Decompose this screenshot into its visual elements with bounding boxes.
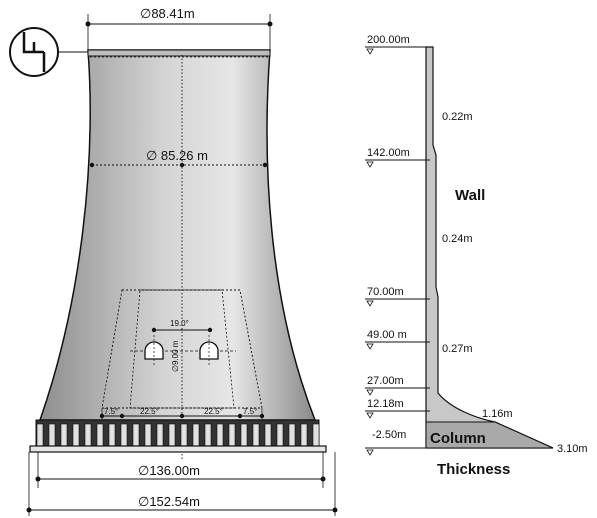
thickness-profile-shape bbox=[425, 46, 554, 449]
wall-thickness-profile: 200.00m 142.00m 70.00m 49.00 m 27.00m 12… bbox=[365, 34, 588, 478]
base-slab bbox=[29, 445, 327, 453]
foundation-dim-point bbox=[332, 507, 338, 513]
support-column bbox=[180, 423, 188, 447]
wall-label: Wall bbox=[455, 187, 485, 204]
segment-dim-point bbox=[237, 413, 243, 419]
support-column bbox=[276, 423, 284, 447]
support-column bbox=[264, 423, 272, 447]
support-column bbox=[144, 423, 152, 447]
level-label: 49.00 m bbox=[367, 329, 407, 341]
support-column bbox=[60, 423, 68, 447]
thickness-label: 0.27m bbox=[442, 343, 473, 355]
thickness-label: 1.16m bbox=[482, 408, 513, 420]
support-column bbox=[108, 423, 116, 447]
foundation-dim-point bbox=[26, 507, 32, 513]
base-dim-point bbox=[35, 476, 41, 482]
support-column bbox=[120, 423, 128, 447]
support-column bbox=[192, 423, 200, 447]
top-diameter-label: ∅88.41m bbox=[140, 6, 195, 21]
support-column bbox=[48, 423, 56, 447]
level-label: 142.00m bbox=[367, 147, 410, 159]
support-column bbox=[96, 423, 104, 447]
level-triangle-icon bbox=[366, 343, 374, 350]
support-column bbox=[84, 423, 92, 447]
support-column bbox=[300, 423, 308, 447]
thickness-label: 0.24m bbox=[442, 233, 473, 245]
support-column bbox=[72, 423, 80, 447]
level-label: 27.00m bbox=[367, 375, 404, 387]
throat-diameter-label: ∅ 85.26 m bbox=[146, 148, 208, 163]
base-diameter-label: ∅136.00m bbox=[138, 463, 200, 478]
level-triangle-icon bbox=[366, 449, 374, 456]
level-markers: 200.00m 142.00m 70.00m 49.00 m 27.00m 12… bbox=[365, 34, 430, 456]
top-dim-point bbox=[267, 21, 273, 27]
support-column bbox=[228, 423, 236, 447]
level-triangle-icon bbox=[366, 161, 374, 168]
opening-angle-label: 19.0° bbox=[170, 319, 189, 328]
support-column bbox=[132, 423, 140, 447]
throat-dim-point bbox=[179, 162, 185, 168]
tower-top-band bbox=[87, 49, 271, 57]
segment-angle-label: 22.5° bbox=[140, 407, 159, 416]
segment-angle-label: 7.5° bbox=[104, 407, 118, 416]
thickness-label: 3.10m bbox=[557, 443, 588, 455]
segment-angle-label: 22.5° bbox=[204, 407, 223, 416]
opening-zone-inner bbox=[129, 289, 235, 409]
throat-dim-point bbox=[89, 162, 95, 168]
support-column bbox=[240, 423, 248, 447]
level-triangle-icon bbox=[366, 389, 374, 396]
section-symbol-icon bbox=[22, 32, 46, 72]
support-column bbox=[252, 423, 260, 447]
opening-angle-point bbox=[207, 327, 213, 333]
arched-opening-right bbox=[199, 341, 219, 360]
level-triangle-icon bbox=[366, 412, 374, 419]
top-dim-point bbox=[85, 21, 91, 27]
foundation-diameter-label: ∅152.54m bbox=[138, 494, 200, 509]
thickness-label: 0.22m bbox=[442, 111, 473, 123]
level-label: -2.50m bbox=[372, 429, 406, 441]
level-label: 70.00m bbox=[367, 286, 404, 298]
support-column bbox=[36, 423, 44, 447]
throat-dim-point bbox=[262, 162, 268, 168]
support-column bbox=[204, 423, 212, 447]
opening-diameter-label: ∅9.00 m bbox=[171, 340, 180, 372]
support-column bbox=[288, 423, 296, 447]
tower-elevation: ∅ 85.26 m ∅88.41m 19.0° ∅9.00 m bbox=[9, 6, 338, 516]
segment-angle-label: 7.5° bbox=[243, 407, 257, 416]
column-zone bbox=[35, 419, 320, 447]
level-label: 12.18m bbox=[367, 398, 404, 410]
level-triangle-icon bbox=[366, 48, 374, 55]
opening-zone-outer bbox=[101, 289, 263, 409]
level-triangle-icon bbox=[366, 300, 374, 307]
support-column bbox=[216, 423, 224, 447]
support-column bbox=[168, 423, 176, 447]
arched-opening-left bbox=[144, 341, 164, 360]
thickness-title: Thickness bbox=[437, 461, 510, 478]
column-profile-shape bbox=[425, 421, 554, 449]
support-column bbox=[312, 423, 320, 447]
column-label: Column bbox=[430, 430, 486, 447]
segment-dim-point bbox=[119, 413, 125, 419]
level-label: 200.00m bbox=[367, 34, 410, 46]
opening-angle-point bbox=[151, 327, 157, 333]
support-columns bbox=[36, 423, 320, 447]
base-dim-point bbox=[320, 476, 326, 482]
support-column bbox=[156, 423, 164, 447]
segment-dim-point bbox=[179, 413, 185, 419]
